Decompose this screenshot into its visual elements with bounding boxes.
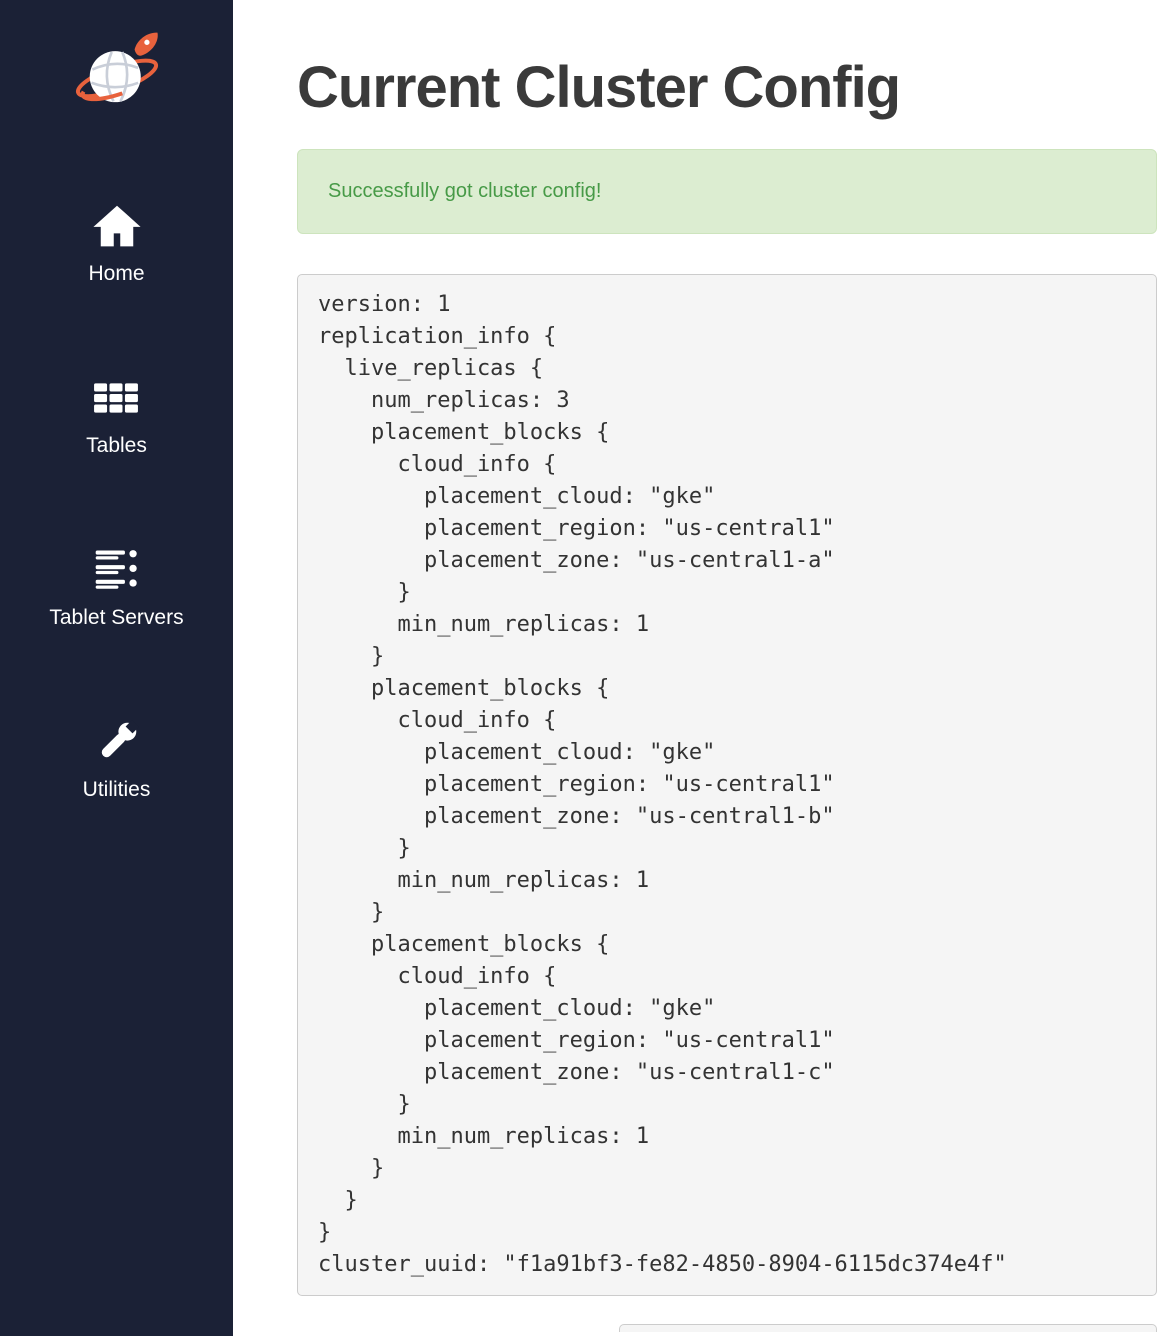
main-content: Current Cluster Config Successfully got … [233, 0, 1174, 1336]
tables-icon [90, 372, 142, 424]
next-panel-peek [619, 1324, 1157, 1332]
logo[interactable] [73, 30, 161, 118]
globe-rocket-logo-icon [75, 32, 158, 103]
sidebar-item-home[interactable]: Home [88, 200, 145, 286]
sidebar: Home Tables [0, 0, 233, 1336]
sidebar-item-utilities[interactable]: Utilities [82, 716, 151, 802]
sidebar-item-tablet-servers[interactable]: Tablet Servers [49, 544, 184, 630]
sidebar-item-label: Tablet Servers [49, 606, 184, 629]
sidebar-item-label: Home [88, 262, 145, 285]
sidebar-item-label: Utilities [82, 778, 151, 801]
sidebar-item-tables[interactable]: Tables [86, 372, 147, 458]
sidebar-nav: Home Tables [0, 200, 233, 888]
success-alert-message: Successfully got cluster config! [328, 180, 602, 202]
page-title: Current Cluster Config [297, 55, 901, 120]
utilities-icon [91, 716, 143, 768]
tablet-servers-icon [90, 544, 142, 596]
success-alert: Successfully got cluster config! [297, 149, 1157, 234]
cluster-config-text: version: 1 replication_info { live_repli… [297, 274, 1157, 1296]
sidebar-item-label: Tables [86, 434, 147, 457]
home-icon [91, 200, 143, 252]
